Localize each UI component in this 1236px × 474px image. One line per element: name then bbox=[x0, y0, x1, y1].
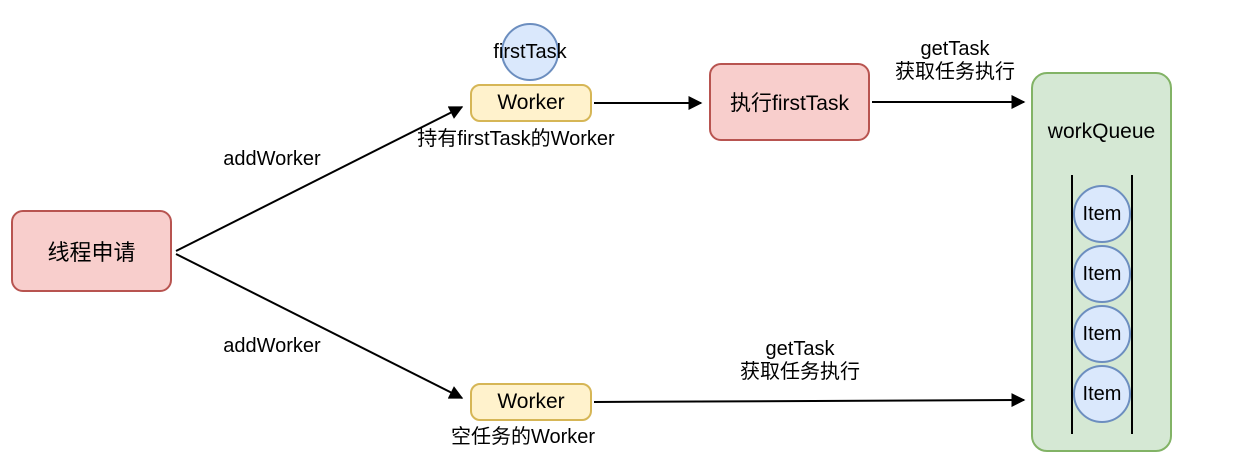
gettask-bottom-line1: getTask bbox=[765, 338, 835, 360]
edge-worker-to-queue bbox=[593, 393, 1026, 408]
edge-addworker-bottom bbox=[175, 253, 464, 399]
thread-request-label: 线程申请 bbox=[47, 240, 136, 265]
caption-worker-top: 持有firstTask的Worker bbox=[417, 128, 615, 150]
gettask-top-line2: 获取任务执行 bbox=[895, 61, 1015, 83]
edge-label-gettask-top: getTask 获取任务执行 bbox=[865, 38, 1045, 84]
queue-item-label: Item bbox=[1082, 202, 1122, 225]
queue-item-label: Item bbox=[1082, 382, 1122, 405]
worker-top-label: Worker bbox=[497, 91, 565, 114]
node-thread-request: 线程申请 bbox=[11, 210, 172, 292]
edge-label-gettask-bottom: getTask 获取任务执行 bbox=[710, 338, 890, 384]
queue-item-label: Item bbox=[1082, 322, 1122, 345]
caption-worker-bottom: 空任务的Worker bbox=[450, 426, 596, 448]
worker-bottom-label: Worker bbox=[497, 390, 565, 413]
workqueue-label: workQueue bbox=[1047, 120, 1156, 143]
firsttask-label: firstTask bbox=[493, 41, 567, 63]
firsttask-circle bbox=[501, 23, 559, 81]
queue-item: Item bbox=[1073, 305, 1131, 363]
node-workqueue: workQueue Item Item Item Item bbox=[1031, 72, 1172, 452]
queue-rail-left bbox=[1071, 175, 1073, 434]
node-worker-top: Worker bbox=[470, 84, 592, 122]
queue-item: Item bbox=[1073, 185, 1131, 243]
queue-rail-right bbox=[1131, 175, 1133, 434]
node-worker-bottom: Worker bbox=[470, 383, 592, 421]
queue-item: Item bbox=[1073, 245, 1131, 303]
exec-firsttask-label: 执行firstTask bbox=[729, 92, 849, 115]
edge-label-addworker-bottom: addWorker bbox=[223, 335, 321, 357]
edge-label-addworker-top: addWorker bbox=[223, 148, 321, 170]
gettask-top-line1: getTask bbox=[920, 38, 990, 60]
node-exec-firsttask: 执行firstTask bbox=[709, 63, 870, 141]
queue-item-label: Item bbox=[1082, 262, 1122, 285]
gettask-bottom-line2: 获取任务执行 bbox=[740, 361, 860, 383]
queue-item: Item bbox=[1073, 365, 1131, 423]
